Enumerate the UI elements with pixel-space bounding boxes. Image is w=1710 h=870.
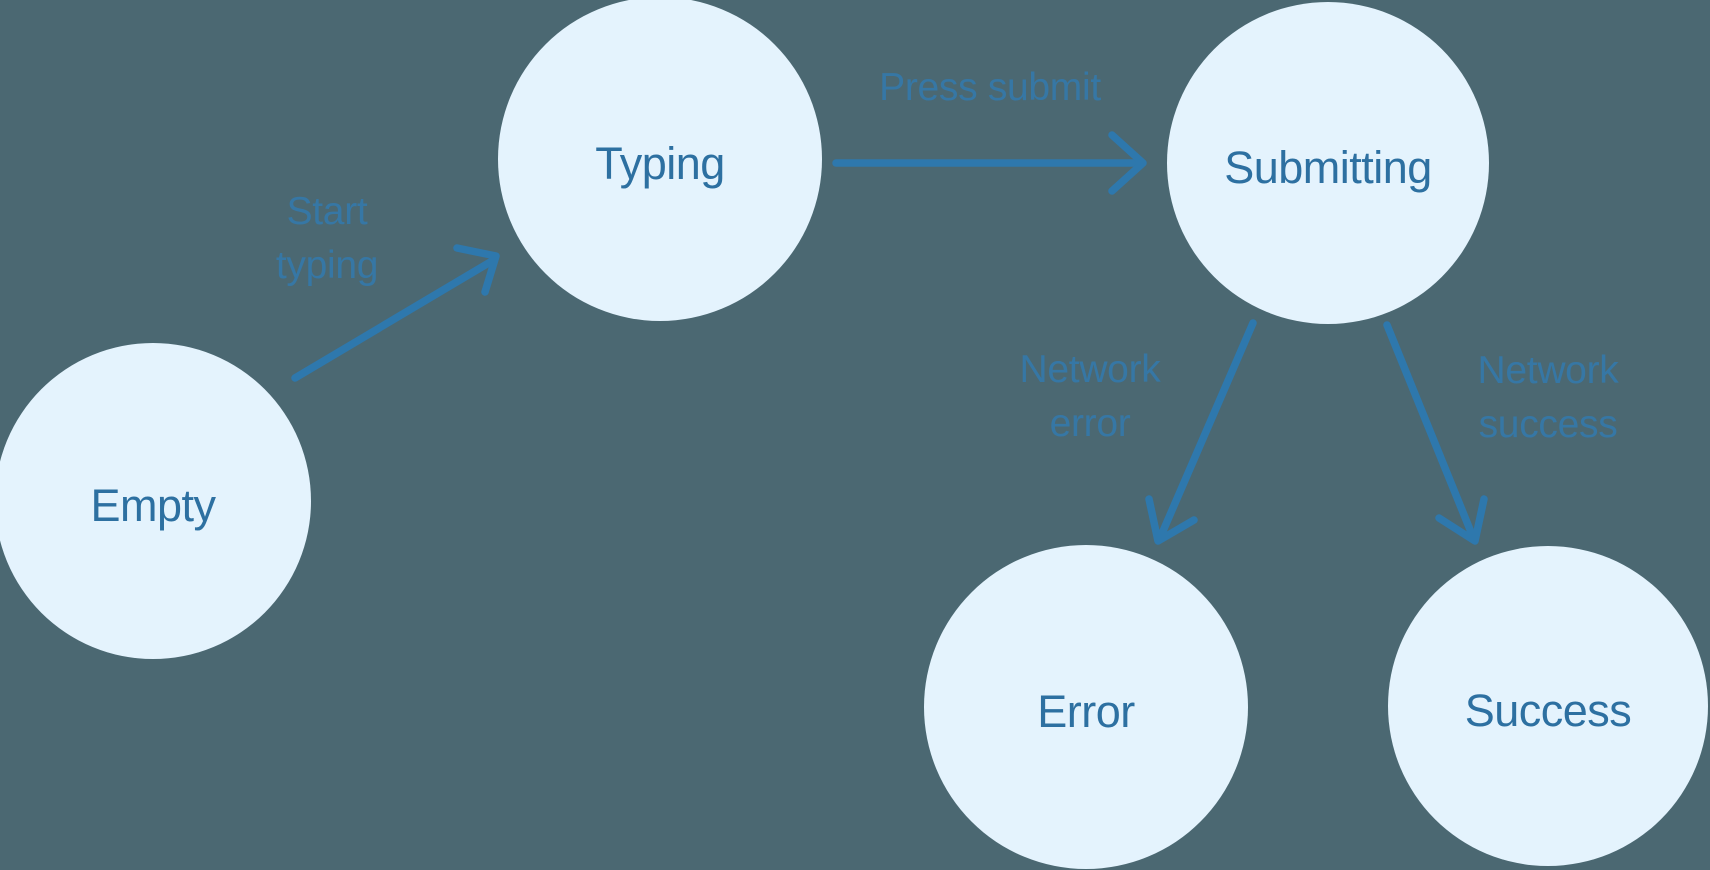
state-node-typing: Typing [498,0,822,321]
state-label-empty: Empty [90,479,216,531]
state-node-empty: Empty [0,343,311,659]
transition-arrow-network-success [1383,321,1488,545]
state-node-submitting: Submitting [1167,2,1489,324]
transition-label-start-typing: Start typing [275,190,379,287]
transition-label-network-error: Network error [1019,348,1161,445]
state-label-error: Error [1037,685,1135,737]
state-node-error: Error [924,545,1248,869]
state-label-success: Success [1464,684,1632,736]
transition-arrow-start-typing [291,244,500,382]
transition-label-press-submit: Press submit [879,66,1101,109]
state-node-success: Success [1388,546,1708,866]
state-label-submitting: Submitting [1224,141,1432,193]
state-label-typing: Typing [595,137,725,189]
transition-arrow-press-submit [832,131,1147,195]
transition-arrow-network-error [1145,319,1257,545]
transition-label-network-success: Network success [1477,349,1619,446]
